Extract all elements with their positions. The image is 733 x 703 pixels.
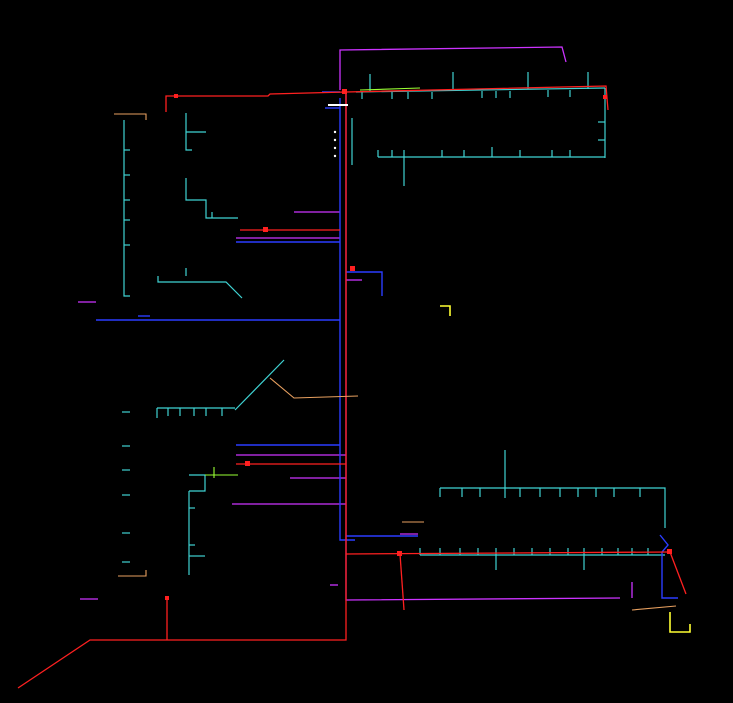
valve-marker xyxy=(667,549,672,554)
cyan-header-lower-top xyxy=(440,487,666,528)
orange-network xyxy=(114,113,677,611)
red-valve-markers xyxy=(165,89,672,600)
valve-marker xyxy=(603,95,607,99)
valve-marker xyxy=(165,596,169,600)
cyan-network xyxy=(122,72,666,575)
cyan-left-riser-upper xyxy=(123,120,130,297)
magenta-loop-top xyxy=(339,46,567,90)
valve-marker xyxy=(397,551,402,556)
valve-marker xyxy=(245,461,250,466)
red-main-top xyxy=(165,91,347,112)
green-network xyxy=(205,87,421,478)
valve-marker xyxy=(263,227,268,232)
red-header-top xyxy=(345,85,609,111)
valve-marker xyxy=(174,94,178,98)
white-markers xyxy=(328,104,348,158)
blue-riser xyxy=(339,98,355,541)
cyan-diagonal xyxy=(234,359,285,411)
red-riser xyxy=(17,92,347,689)
valve-marker xyxy=(342,89,347,94)
yellow-corner xyxy=(440,305,451,316)
yellow-network xyxy=(440,305,691,633)
valve-marker xyxy=(350,266,355,271)
